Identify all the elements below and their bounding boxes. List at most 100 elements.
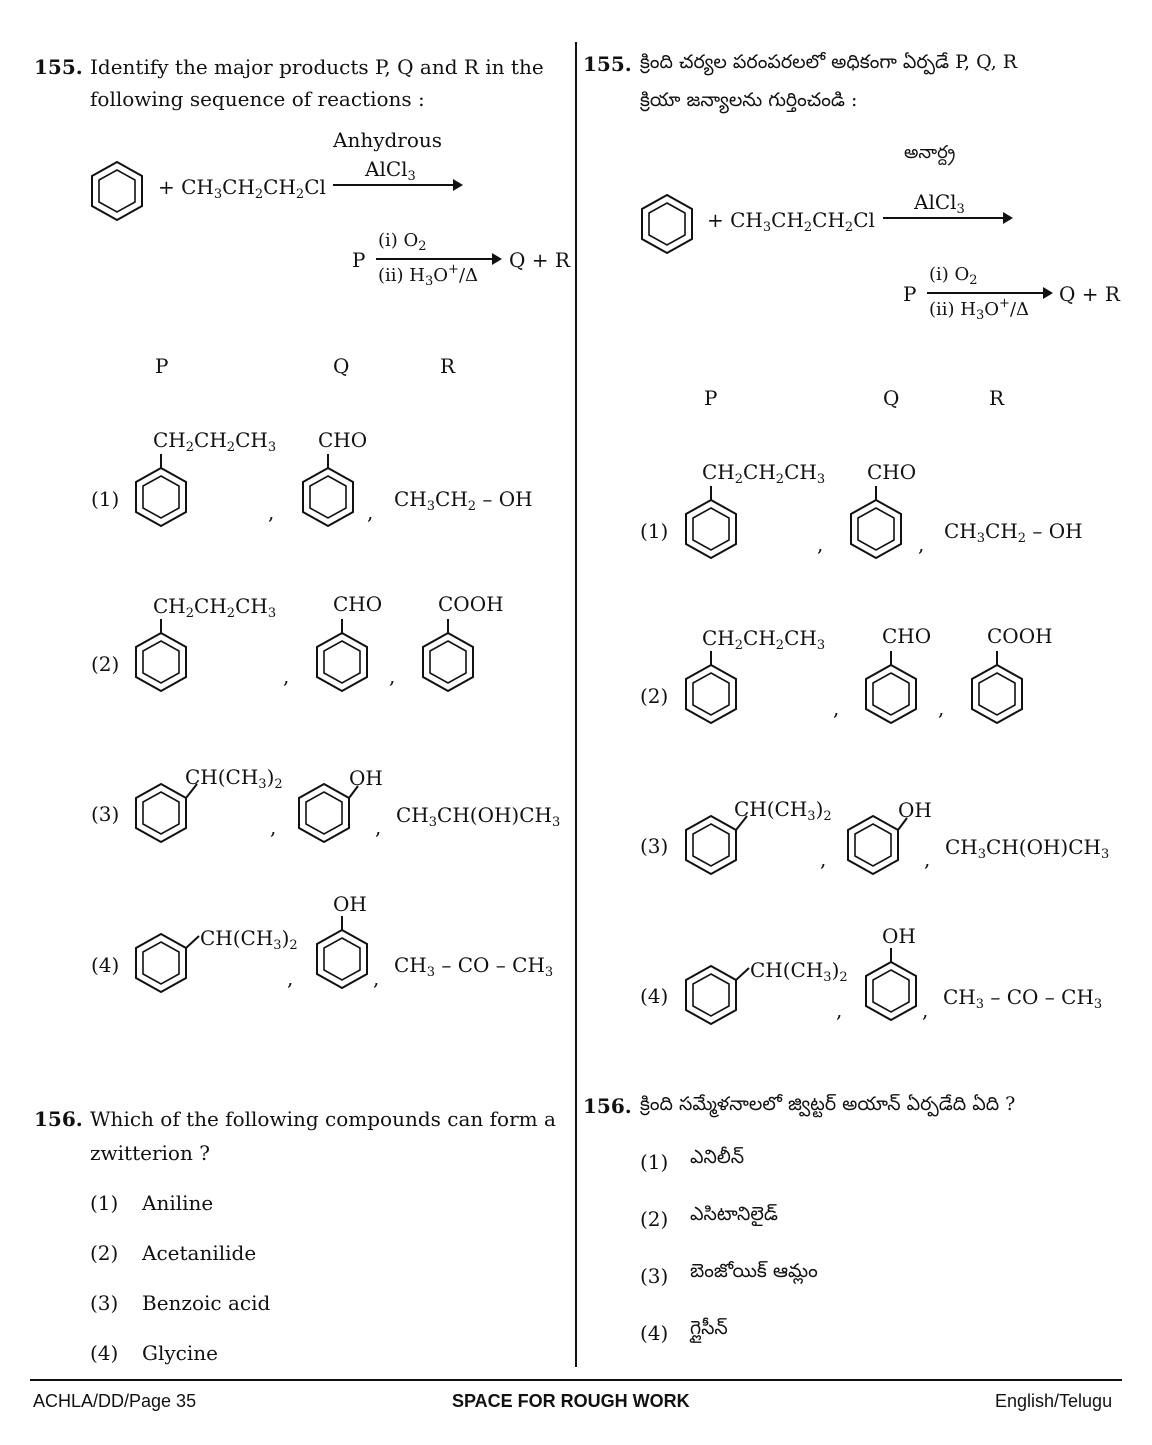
reagent-anhydrous: Anhydrous — [333, 128, 443, 152]
benzene-ring — [314, 617, 370, 693]
substituent-isopropyl: CH(CH3)2 — [734, 797, 832, 824]
product-acetone: CH3 – CO – CH3 — [943, 985, 1103, 1012]
substituent-cho: CHO — [882, 624, 932, 648]
benzene-ring — [969, 649, 1025, 725]
page-id: ACHLA/DD/Page 35 — [33, 1391, 197, 1411]
reagent-acid-heat: (ii) H3O+/Δ — [929, 296, 1030, 323]
reagent-alcl3: AlCl3 — [365, 157, 416, 184]
benzene-ring — [420, 617, 476, 693]
option-number[interactable]: (2) — [640, 684, 669, 708]
column-header-q: Q — [333, 354, 350, 378]
benzene-ring — [133, 452, 189, 528]
question-number: 156. — [34, 1107, 83, 1131]
product-acetone: CH3 – CO – CH3 — [394, 953, 554, 980]
substituent-oh: OH — [349, 766, 383, 790]
product-ethanol: CH3CH2 – OH — [394, 487, 533, 514]
benzene-ring — [683, 964, 755, 1026]
column-divider — [575, 42, 577, 1367]
option-number[interactable]: (2) — [90, 1241, 119, 1265]
option-number[interactable]: (1) — [90, 1191, 119, 1215]
option-label[interactable]: Glycine — [142, 1341, 218, 1365]
option-number[interactable]: (4) — [90, 1341, 119, 1365]
option-number[interactable]: (2) — [640, 1207, 669, 1231]
benzene-ring — [133, 617, 189, 693]
option-label[interactable]: Benzoic acid — [142, 1291, 271, 1315]
option-number[interactable]: (1) — [91, 487, 120, 511]
option-label[interactable]: గ్లైసీన్ — [690, 1317, 728, 1339]
substituent-isopropyl: CH(CH3)2 — [185, 765, 283, 792]
question-number: 156. — [583, 1094, 632, 1118]
benzene-ring — [90, 160, 144, 222]
reagent-alcl3: AlCl3 — [914, 190, 965, 217]
option-number[interactable]: (4) — [91, 953, 120, 977]
reaction-arrow — [376, 253, 502, 265]
benzene-ring — [640, 193, 694, 255]
product-p-label: P — [903, 282, 917, 306]
question-text: zwitterion ? — [90, 1141, 210, 1165]
substituent-oh: OH — [882, 924, 916, 948]
product-isopropanol: CH3CH(OH)CH3 — [945, 835, 1110, 862]
question-text: Identify the major products P, Q and R i… — [90, 55, 544, 79]
rough-work-label: SPACE FOR ROUGH WORK — [452, 1391, 690, 1411]
language-label: English/Telugu — [995, 1391, 1113, 1411]
question-text: క్రింది చర్యల పరంపరలలో అధికంగా ఏర్పడే P,… — [640, 51, 1018, 73]
column-header-p: P — [704, 386, 718, 410]
substituent-cho: CHO — [318, 428, 368, 452]
reagent-chlorobutane: + CH3CH2CH2Cl — [158, 175, 326, 202]
option-number[interactable]: (4) — [640, 1321, 669, 1345]
benzene-ring — [683, 649, 739, 725]
option-label[interactable]: ఎనిలీన్ — [690, 1146, 745, 1168]
substituent-propyl: CH2CH2CH3 — [702, 460, 826, 487]
benzene-ring — [133, 782, 205, 844]
substituent-propyl: CH2CH2CH3 — [153, 428, 277, 455]
substituent-propyl: CH2CH2CH3 — [153, 594, 277, 621]
benzene-ring — [683, 814, 755, 876]
reaction-arrow — [927, 287, 1053, 299]
question-text: following sequence of reactions : — [90, 87, 425, 111]
benzene-ring — [848, 484, 904, 560]
benzene-ring — [296, 782, 368, 844]
option-number[interactable]: (3) — [90, 1291, 119, 1315]
option-number[interactable]: (3) — [640, 834, 669, 858]
question-number: 155. — [583, 52, 632, 76]
column-header-r: R — [989, 386, 1005, 410]
benzene-ring — [314, 914, 370, 992]
question-text: క్రియా జన్యాలను గుర్తించండి : — [640, 89, 858, 111]
reagent-oxygen: (i) O2 — [378, 230, 427, 254]
reagent-anhydrous: అనార్ద్ర — [904, 142, 956, 163]
option-number[interactable]: (3) — [640, 1264, 669, 1288]
substituent-isopropyl: CH(CH3)2 — [750, 958, 848, 985]
question-text: క్రింది సమ్మేళనాలలో జ్విట్టర్ అయాన్ ఏర్ప… — [640, 1093, 1016, 1115]
substituent-propyl: CH2CH2CH3 — [702, 626, 826, 653]
reagent-acid-heat: (ii) H3O+/Δ — [378, 262, 479, 289]
substituent-isopropyl: CH(CH3)2 — [200, 926, 298, 953]
column-header-p: P — [155, 354, 169, 378]
option-number[interactable]: (3) — [91, 802, 120, 826]
column-header-q: Q — [883, 386, 900, 410]
option-label[interactable]: ఎసిటానిలైడ్ — [690, 1203, 778, 1225]
substituent-oh: OH — [898, 798, 932, 822]
product-q-r: Q + R — [509, 248, 570, 272]
benzene-ring — [133, 932, 205, 994]
footer-rule — [30, 1379, 1122, 1381]
option-number[interactable]: (1) — [640, 1150, 669, 1174]
reagent-chlorobutane: + CH3CH2CH2Cl — [707, 208, 875, 235]
option-number[interactable]: (2) — [91, 652, 120, 676]
option-label[interactable]: బెంజోయిక్ ఆమ్లం — [690, 1260, 818, 1282]
product-ethanol: CH3CH2 – OH — [944, 519, 1083, 546]
product-q-r: Q + R — [1059, 282, 1120, 306]
benzene-ring — [845, 814, 917, 876]
question-text: Which of the following compounds can for… — [90, 1107, 556, 1131]
option-label[interactable]: Acetanilide — [142, 1241, 257, 1265]
reaction-arrow — [883, 212, 1013, 224]
question-number: 155. — [34, 55, 83, 79]
substituent-cho: CHO — [333, 592, 383, 616]
option-number[interactable]: (1) — [640, 519, 669, 543]
product-p-label: P — [352, 248, 366, 272]
option-number[interactable]: (4) — [640, 984, 669, 1008]
substituent-cooh: COOH — [987, 624, 1053, 648]
benzene-ring — [863, 946, 919, 1024]
benzene-ring — [300, 452, 356, 528]
option-label[interactable]: Aniline — [142, 1191, 214, 1215]
substituent-cho: CHO — [867, 460, 917, 484]
